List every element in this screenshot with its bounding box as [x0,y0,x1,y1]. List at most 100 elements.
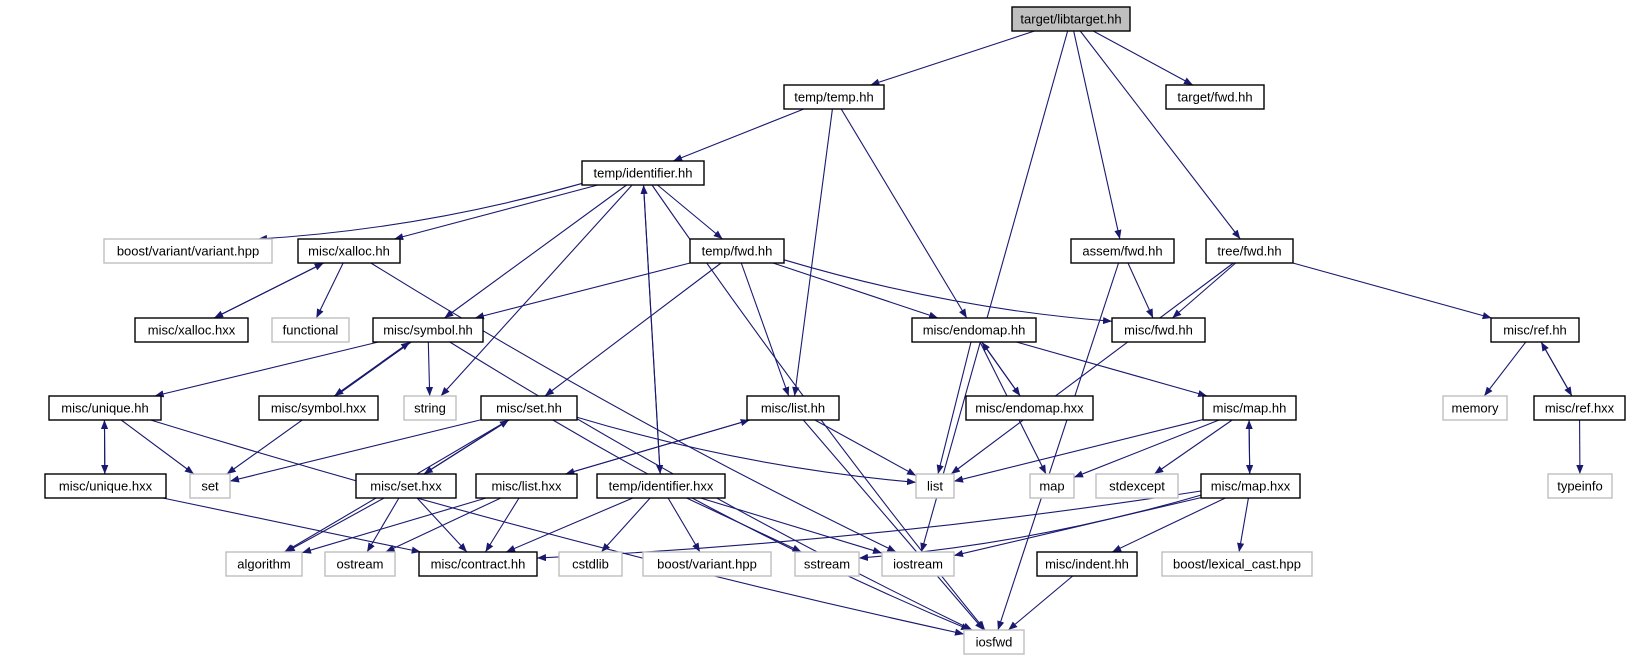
edge-tree-fwd-to-list [950,262,1234,475]
edge-misc-map-hxx-to-misc-map-hh [1245,419,1253,475]
edge-assem-fwd-to-iosfwd [997,262,1120,631]
node-misc-set-hxx[interactable]: misc/set.hxx [355,473,457,499]
node-misc-set-hh[interactable]: misc/set.hh [480,395,578,421]
node-label: target/fwd.hh [1177,90,1252,105]
node-box [1029,473,1075,499]
edge-temp-identifier-hxx-to-cstdlib [600,497,651,553]
node-misc-endomap-hxx[interactable]: misc/endomap.hxx [965,395,1094,421]
node-label: misc/symbol.hxx [271,401,367,416]
edge-root-to-target-fwd [1092,30,1194,86]
node-label: list [927,479,943,494]
edge-temp-identifier-hh-to-string [440,184,633,397]
node-misc-symbol-hxx[interactable]: misc/symbol.hxx [258,395,379,421]
edge-misc-list-hxx-to-algorithm [301,497,487,554]
node-label: string [414,401,446,416]
node-misc-contract[interactable]: misc/contract.hh [418,551,538,577]
node-misc-list-hxx[interactable]: misc/list.hxx [475,473,578,499]
node-box [965,395,1094,421]
edge-misc-unique-hxx-to-misc-contract [162,497,421,554]
edge-misc-endomap-hxx-to-misc-endomap-hh [981,341,1021,397]
node-box [189,473,231,499]
node-misc-map-hh[interactable]: misc/map.hh [1202,395,1297,421]
node-target-fwd[interactable]: target/fwd.hh [1165,84,1265,110]
node-label: temp/identifier.hxx [609,479,714,494]
node-tree-fwd[interactable]: tree/fwd.hh [1205,238,1294,264]
node-misc-xalloc-hxx[interactable]: misc/xalloc.hxx [134,317,249,343]
node-misc-fwd[interactable]: misc/fwd.hh [1111,317,1206,343]
edge-misc-symbol-hh-to-string [425,341,434,397]
node-box [915,473,955,499]
node-assem-fwd[interactable]: assem/fwd.hh [1070,238,1175,264]
node-iosfwd: iosfwd [963,629,1025,655]
node-memory: memory [1442,395,1508,421]
edge-temp-temp-to-misc-endomap-hh [840,108,968,319]
node-map: map [1029,473,1075,499]
node-label: stdexcept [1109,479,1165,494]
node-misc-map-hxx[interactable]: misc/map.hxx [1200,473,1301,499]
node-misc-endomap-hh[interactable]: misc/endomap.hh [911,317,1037,343]
node-box [297,238,401,264]
node-box [881,551,955,577]
node-typeinfo: typeinfo [1547,473,1613,499]
node-functional: functional [271,317,350,343]
node-misc-symbol-hh[interactable]: misc/symbol.hh [372,317,484,343]
node-label: sstream [804,557,850,572]
edge-misc-set-hxx-to-misc-set-hh [423,419,510,475]
edge-root-to-tree-fwd [1079,30,1241,240]
dependency-edges [100,30,1584,636]
node-misc-xalloc-hh[interactable]: misc/xalloc.hh [297,238,401,264]
node-misc-ref-hh[interactable]: misc/ref.hh [1490,317,1580,343]
node-label: misc/unique.hh [61,401,148,416]
node-box [689,238,785,264]
node-sstream: sstream [794,551,860,577]
edge-misc-map-hh-to-map [1073,419,1220,478]
node-label: misc/xalloc.hxx [148,323,236,338]
node-label: temp/temp.hh [794,90,874,105]
node-label: memory [1452,401,1499,416]
node-box [258,395,379,421]
node-misc-ref-hxx[interactable]: misc/ref.hxx [1533,395,1626,421]
edge-misc-endomap-hh-to-misc-map-hh [1016,341,1208,398]
edge-misc-map-hxx-to-boost-lexical-cast [1237,497,1249,553]
node-temp-fwd[interactable]: temp/fwd.hh [689,238,785,264]
node-label: boost/variant.hpp [657,557,757,572]
node-misc-indent[interactable]: misc/indent.hh [1036,551,1138,577]
edge-misc-symbol-hh-to-misc-unique-hh [154,341,379,398]
node-misc-list-hh[interactable]: misc/list.hh [746,395,840,421]
edge-misc-set-hh-to-iosfwd [552,419,971,631]
node-box [783,84,885,110]
node-temp-identifier-hxx[interactable]: temp/identifier.hxx [596,473,726,499]
node-label: misc/map.hh [1213,401,1287,416]
node-box [1070,238,1175,264]
node-misc-unique-hxx[interactable]: misc/unique.hxx [44,473,167,499]
edge-root-to-temp-temp [870,30,1035,86]
node-label: iostream [893,557,943,572]
node-label: misc/fwd.hh [1124,323,1193,338]
node-box [1442,395,1508,421]
edge-misc-xalloc-hh-to-functional [315,262,344,319]
edge-misc-list-hxx-to-ostream [385,497,502,553]
node-box [1011,6,1131,32]
node-temp-temp[interactable]: temp/temp.hh [783,84,885,110]
node-box [642,551,772,577]
node-misc-unique-hh[interactable]: misc/unique.hh [48,395,162,421]
edge-misc-symbol-hxx-to-misc-symbol-hh [334,341,411,397]
node-label: functional [283,323,339,338]
node-cstdlib: cstdlib [558,551,623,577]
edge-misc-set-hxx-to-ostream [366,497,400,553]
header-nodes: target/libtarget.hh temp/temp.hh target/fw… [44,6,1626,655]
edge-misc-list-hh-to-list [814,419,917,477]
node-label: misc/endomap.hh [923,323,1026,338]
node-label: misc/list.hxx [491,479,562,494]
edge-misc-xalloc-hxx-to-misc-xalloc-hh [213,262,324,319]
node-string: string [403,395,457,421]
node-temp-identifier-hh[interactable]: temp/identifier.hh [581,160,705,186]
node-label: ostream [337,557,384,572]
node-box [225,551,303,577]
node-box [1205,238,1294,264]
node-algorithm: algorithm [225,551,303,577]
edge-temp-temp-to-temp-identifier-hh [672,108,805,162]
node-root[interactable]: target/libtarget.hh [1011,6,1131,32]
edge-misc-ref-hxx-to-misc-ref-hh [1540,341,1573,397]
